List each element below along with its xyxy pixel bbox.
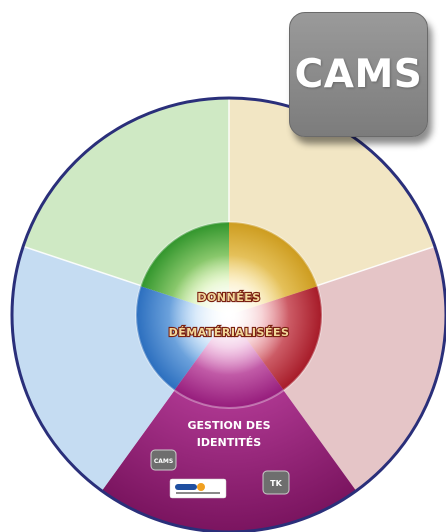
tk-app-label: TK <box>270 479 282 488</box>
hub-rim <box>135 221 323 409</box>
tk-app-icon[interactable]: TK <box>262 470 290 495</box>
hub <box>135 221 323 409</box>
center-label-line2: DÉMATÉRIALISÉES <box>169 326 290 339</box>
segment-title-line1: GESTION DES <box>187 419 270 432</box>
outer-ring <box>10 96 446 532</box>
hub-glow <box>169 255 289 375</box>
sector-purple[interactable] <box>101 315 357 532</box>
cams-tile-label: CAMS <box>294 52 423 97</box>
center-label-line1: DONNÉES <box>197 291 260 304</box>
cams-app-icon[interactable]: CAMS <box>150 449 177 471</box>
segment-title-line2: IDENTITÉS <box>197 436 262 449</box>
partner-logo[interactable] <box>169 478 227 499</box>
cams-app-label: CAMS <box>154 458 173 465</box>
cams-tile[interactable]: CAMS <box>289 12 428 137</box>
